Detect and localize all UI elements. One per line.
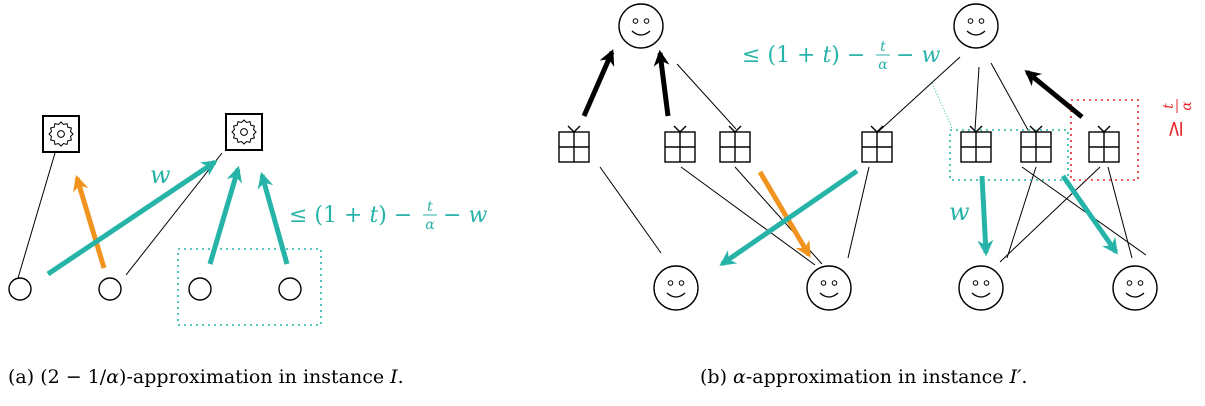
svg-text:t: t	[1161, 103, 1177, 109]
edge	[1021, 166, 1147, 256]
gift-box-icon	[1088, 125, 1120, 163]
edge	[878, 56, 961, 132]
edge	[599, 166, 662, 254]
assignment-arrow-teal-w	[46, 159, 218, 277]
edge	[974, 66, 980, 131]
assignment-arrow-teal	[719, 168, 859, 267]
caption-a: (a) (2 − 1/α)-approximation in instance …	[8, 366, 404, 388]
bound-frac-den: α	[878, 57, 888, 73]
assignment-arrow-teal	[207, 165, 243, 265]
bound-label-tail: − w	[443, 203, 487, 228]
job-circle-icon	[8, 277, 32, 301]
gift-box-icon	[861, 125, 893, 163]
panel-a: w ≤ (1 + t) − t α − w	[8, 113, 487, 326]
gift-box-icon	[558, 125, 590, 163]
agent-smiley-icon	[618, 3, 664, 49]
edge	[680, 166, 816, 266]
gift-box-icon	[1020, 125, 1052, 163]
job-circle-icon	[188, 277, 212, 301]
gift-box-icon	[960, 125, 992, 163]
agent-smiley-icon	[953, 3, 999, 49]
label-w: w	[150, 161, 171, 189]
caption-b: (b) α-approximation in instance I′.	[700, 366, 1028, 388]
red-bound-label: ≥ t α	[1161, 99, 1195, 138]
assignment-arrow-black	[581, 49, 615, 118]
machine-gear-icon	[42, 115, 80, 153]
bound-frac-den: α	[425, 217, 435, 233]
assignment-arrow-black	[1024, 69, 1084, 119]
label-w: w	[949, 198, 970, 226]
assignment-arrow-teal	[1060, 174, 1119, 255]
assignment-arrow-orange	[757, 170, 812, 258]
edge	[999, 166, 1101, 263]
assignment-arrow-orange	[73, 174, 107, 269]
panel-b: w ≤ (1 + t) − t α − w ≥ t α	[558, 3, 1195, 311]
assignment-arrow-teal	[257, 171, 290, 265]
bound-label: ≤ (1 + t) −	[289, 203, 412, 228]
edge	[847, 166, 870, 259]
svg-text:≥: ≥	[1163, 120, 1188, 138]
assignment-arrow-teal-w	[977, 175, 994, 257]
leader-line	[931, 82, 953, 129]
job-circle-icon	[98, 277, 122, 301]
assignment-arrow-black	[653, 49, 671, 117]
edge	[17, 152, 56, 279]
bound-label-tail: − w	[896, 43, 940, 68]
gift-box-icon	[719, 125, 751, 163]
edge	[990, 62, 1029, 131]
gift-box-icon	[664, 125, 696, 163]
selection-box-red	[1070, 99, 1139, 181]
edge	[1107, 166, 1133, 259]
agent-smiley-icon	[653, 265, 699, 311]
bound-label: ≤ (1 + t) −	[742, 43, 865, 68]
svg-text:α: α	[1179, 101, 1195, 111]
agent-smiley-icon	[1112, 265, 1158, 311]
edge	[676, 63, 737, 130]
agent-smiley-icon	[958, 265, 1004, 311]
bound-frac-num: t	[880, 39, 886, 55]
machine-gear-icon	[225, 113, 263, 151]
edge	[1006, 166, 1037, 259]
bound-frac-num: t	[427, 199, 433, 215]
job-circle-icon	[278, 277, 302, 301]
selection-box	[177, 248, 322, 326]
agent-smiley-icon	[806, 265, 852, 311]
